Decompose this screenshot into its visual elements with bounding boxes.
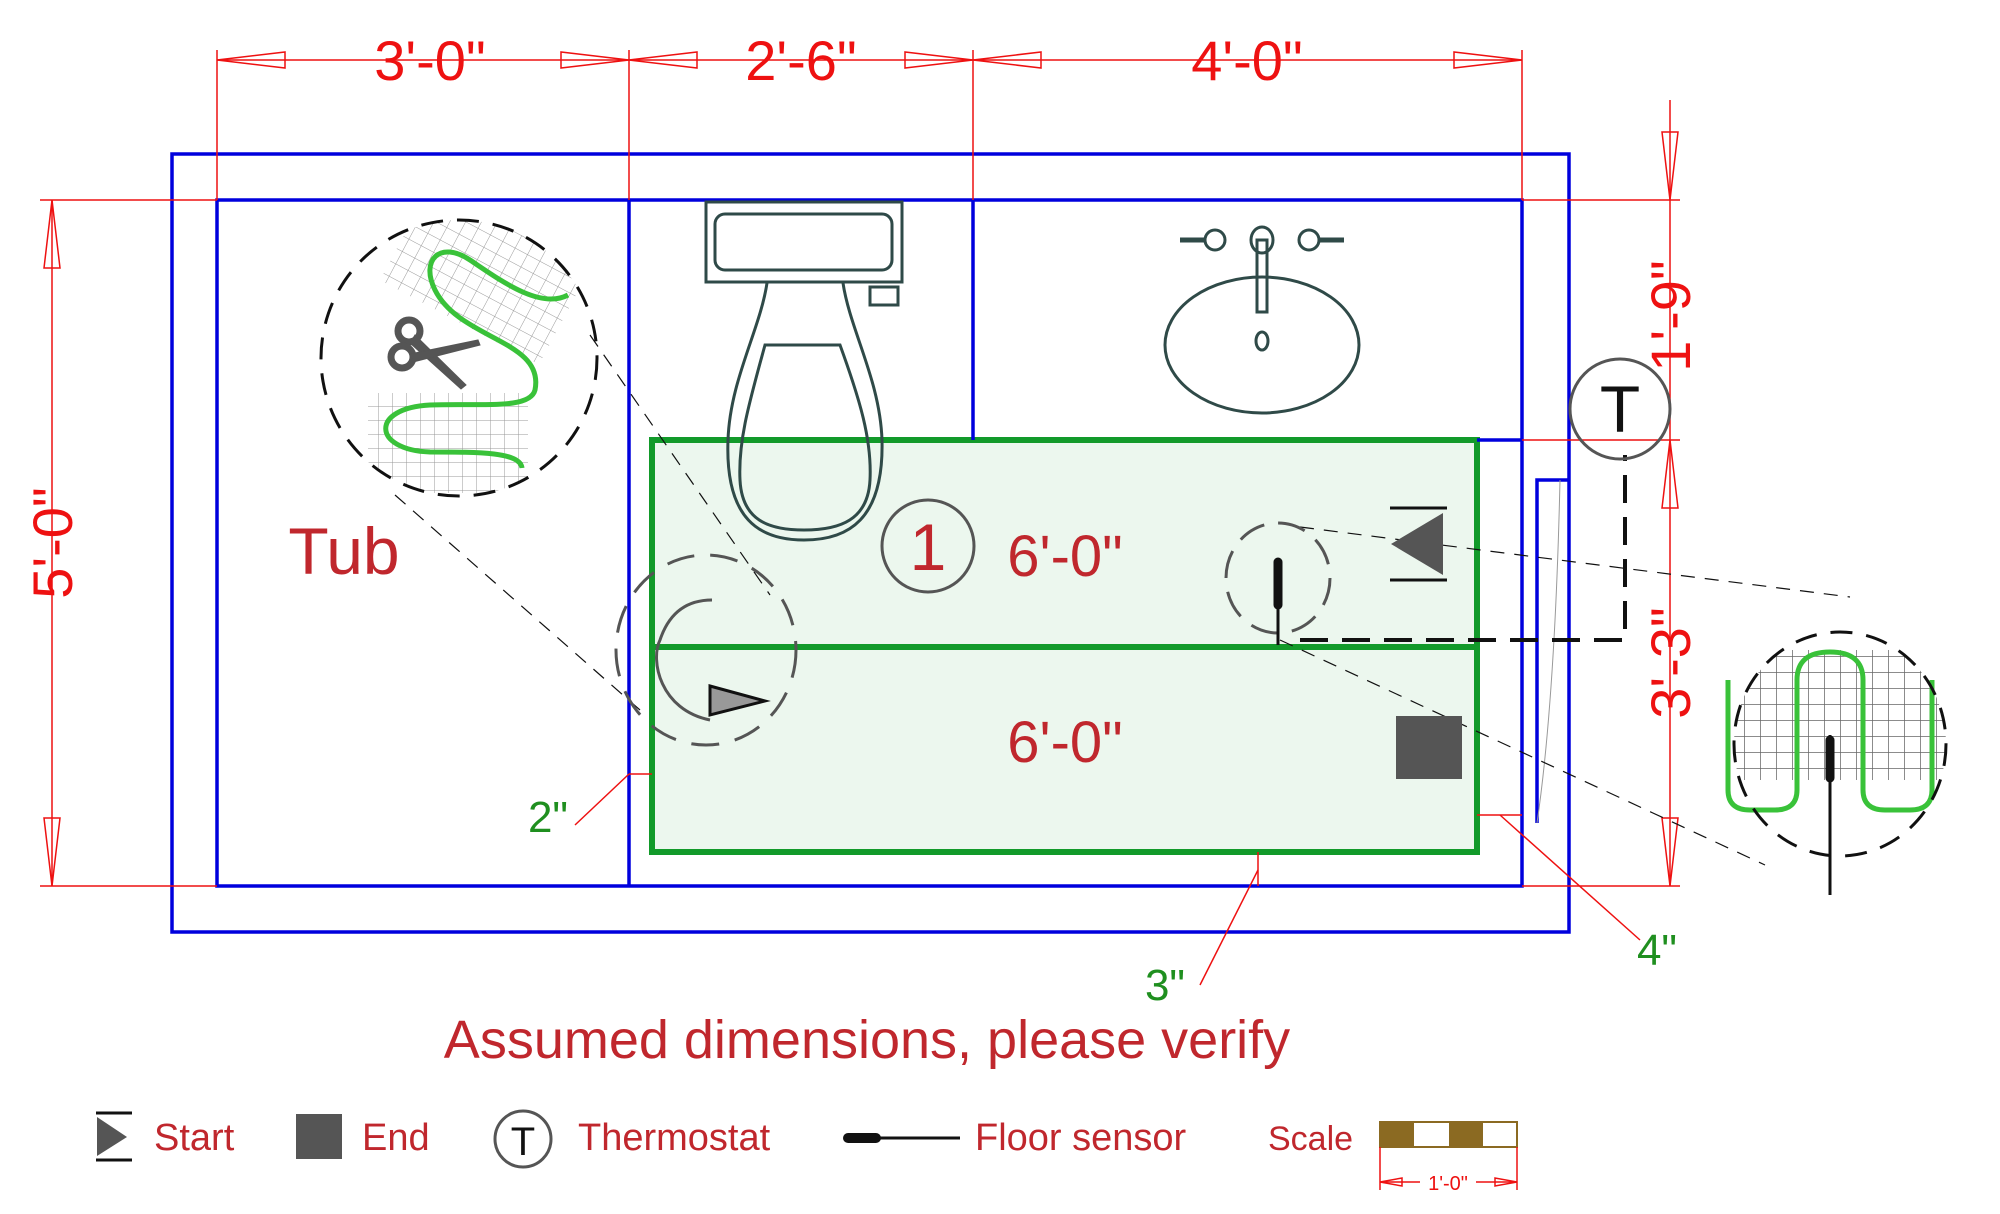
- zone-number: 1: [910, 510, 947, 584]
- sink-icon: [1163, 225, 1361, 415]
- end-marker-icon: [1396, 716, 1462, 779]
- legend: Start End T Thermostat Floor sensor Scal…: [96, 1109, 1518, 1195]
- cable-turn: [655, 598, 713, 722]
- toilet-icon: [704, 200, 904, 542]
- clearance-left: 2": [528, 793, 568, 842]
- run-length-lower: 6'-0": [1007, 710, 1123, 775]
- scale-bar: [1379, 1121, 1518, 1192]
- detail-circle-left: [319, 218, 599, 498]
- dim-vanity-depth: 1'-9": [1639, 260, 1702, 372]
- legend-scale-label: Scale: [1268, 1120, 1353, 1158]
- inner-wall: [215, 198, 1524, 888]
- legend-floor-sensor-label: Floor sensor: [975, 1117, 1187, 1159]
- outer-wall: [170, 152, 1571, 934]
- thermostat-icon: T: [1600, 372, 1640, 446]
- clearance-bottom: 3": [1145, 961, 1185, 1010]
- clearance-right: 4": [1637, 926, 1677, 975]
- thermostat-circle: [1568, 357, 1672, 461]
- dim-toilet-width: 2'-6": [745, 29, 857, 92]
- scissors-icon: [387, 316, 481, 390]
- dim-floor-depth: 3'-3": [1639, 607, 1702, 719]
- start-detail-circle: [614, 553, 798, 747]
- dim-vanity-width: 4'-0": [1191, 29, 1303, 92]
- tub-label: Tub: [288, 514, 399, 588]
- legend-thermostat-symbol: T: [511, 1120, 535, 1164]
- leader-lines: [394, 334, 1851, 866]
- legend-end-icon: [296, 1114, 342, 1159]
- heating-cable-icon: [383, 249, 570, 469]
- sensor-placement-detail: [1725, 630, 1948, 895]
- legend-start-icon: [96, 1111, 132, 1162]
- legend-thermostat-label: Thermostat: [578, 1117, 771, 1159]
- detail-circle-right: [1732, 630, 1948, 858]
- heating-mat: [649, 437, 1480, 855]
- sensor-to-thermostat-wire: [1300, 455, 1627, 642]
- legend-thermostat-icon: [493, 1109, 553, 1169]
- assumption-note: Assumed dimensions, please verify: [444, 1010, 1290, 1070]
- walls: [170, 152, 1571, 934]
- legend-end-label: End: [362, 1117, 430, 1159]
- run-length-upper: 6'-0": [1007, 524, 1123, 589]
- legend-start-label: Start: [154, 1117, 235, 1159]
- scale-length-label: 1'-0": [1428, 1173, 1468, 1195]
- dim-tub-width: 3'-0": [374, 29, 486, 92]
- start-marker-icon: [708, 684, 771, 717]
- heating-cable-detail-icon: [1725, 649, 1935, 813]
- door-frame: [1535, 478, 1569, 823]
- dimension-lines: [40, 50, 1680, 986]
- dim-room-depth: 5'-0": [21, 487, 84, 599]
- start-legend-symbol-plan: [1390, 506, 1447, 582]
- sensor-detail-circle: [1224, 521, 1332, 635]
- mat-grid-detail: [1734, 650, 1946, 780]
- zone-number-circle: [880, 498, 976, 594]
- door-swing: [1536, 479, 1561, 824]
- cut-and-turn-detail: [319, 218, 599, 498]
- mat-grid-rotated: [380, 220, 597, 365]
